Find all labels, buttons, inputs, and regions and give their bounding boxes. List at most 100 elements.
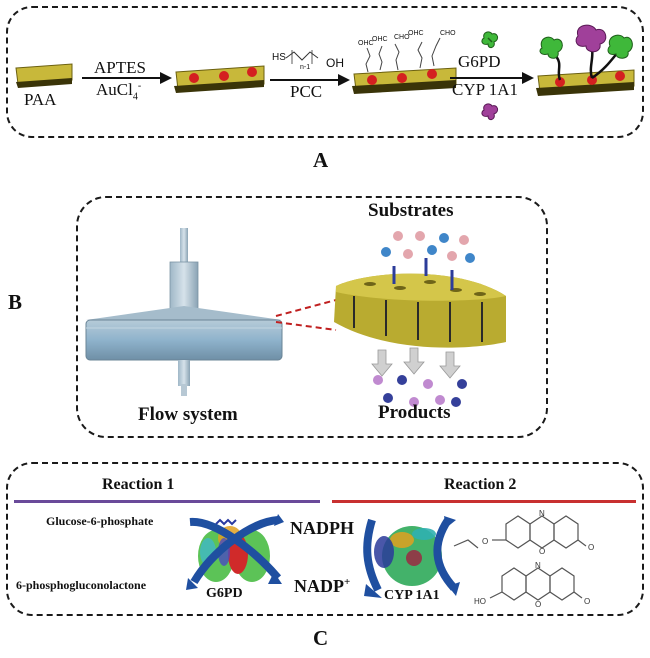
step3-arrow xyxy=(450,72,534,84)
cyp1a1-protein-structure xyxy=(363,516,460,598)
inlet-connector xyxy=(169,261,199,311)
immobilized-enzyme-support xyxy=(536,24,635,96)
nadph-label: NADPH xyxy=(290,518,354,538)
panel-c-frame xyxy=(6,462,644,616)
inlet-tube xyxy=(180,228,188,266)
product-molecule xyxy=(457,379,467,389)
product-molecule xyxy=(409,397,419,407)
aldehyde-support xyxy=(352,37,457,94)
atom-o-carbonyl: O xyxy=(588,543,594,552)
outlet-tube xyxy=(178,360,190,386)
thiol-subscript: n-1 xyxy=(300,64,311,71)
product-molecule xyxy=(423,379,433,389)
aucl-charge: - xyxy=(137,80,142,92)
thiol-reagent: HS xyxy=(272,52,286,63)
atom-o-ring: O xyxy=(535,600,541,609)
substrate-molecule xyxy=(465,253,475,263)
thiol-suffix: OH xyxy=(326,56,344,70)
atom-o-ether: O xyxy=(482,537,488,546)
aldehyde-label-3: CHO xyxy=(394,34,410,41)
atom-o-carbonyl: O xyxy=(584,597,590,606)
atom-n: N xyxy=(539,509,545,518)
step3-top-label: G6PD xyxy=(458,52,501,71)
thiol-prefix: HS xyxy=(272,52,286,63)
step2-bottom-label: PCC xyxy=(290,82,323,101)
filter-housing xyxy=(85,319,283,361)
substrate-molecule xyxy=(415,231,425,241)
aucl-text: AuCl xyxy=(96,80,133,99)
flow-filter-unit xyxy=(85,228,283,396)
atom-o-ring: O xyxy=(539,547,545,556)
panel-c-label: C xyxy=(313,626,329,650)
product-molecule xyxy=(373,375,383,385)
product-molecule xyxy=(451,397,461,407)
flow-system-label: Flow system xyxy=(138,404,238,425)
step3-bottom-label: CYP 1A1 xyxy=(452,80,518,99)
aldehyde-label-4: OHC xyxy=(408,30,424,37)
support-with-gold-np xyxy=(174,65,265,93)
product-molecule xyxy=(383,393,393,403)
step2-arrow xyxy=(270,74,350,86)
g6pd-enzyme-label: G6PD xyxy=(206,586,243,601)
gold-np xyxy=(367,75,377,85)
aldehyde-label-5: CHO xyxy=(440,30,456,37)
immobilized-g6pd xyxy=(539,36,563,59)
resorufin-structure: HO N O O xyxy=(474,561,590,609)
product-molecule xyxy=(397,375,407,385)
panel-b-label: B xyxy=(8,290,23,314)
aucl-subscript: 4 xyxy=(132,91,138,103)
nadp-text: NADP xyxy=(294,576,344,596)
porous-membrane xyxy=(334,258,506,348)
paa-support xyxy=(15,63,73,88)
substrates-label: Substrates xyxy=(368,200,454,221)
down-arrow-icon xyxy=(371,349,393,377)
pore xyxy=(474,292,486,296)
thiol-chain xyxy=(285,50,319,64)
g6pd-enzyme-icon xyxy=(481,31,499,49)
aldehyde-label-2: OHC xyxy=(372,36,388,43)
reaction2-divider xyxy=(332,500,636,503)
gold-np xyxy=(397,73,407,83)
paa-label: PAA xyxy=(24,90,57,109)
protein-ribbon xyxy=(374,526,442,586)
nadp-label: NADP+ xyxy=(294,576,350,597)
substrate-g6p-label: Glucose-6-phosphate xyxy=(46,514,154,528)
down-arrow-icon xyxy=(439,351,461,379)
reaction2-title: Reaction 2 xyxy=(444,476,517,493)
substrate-molecules xyxy=(381,231,475,263)
pore xyxy=(364,282,376,286)
pore xyxy=(394,286,406,290)
product-molecules xyxy=(373,375,467,407)
step1-top-label: APTES xyxy=(94,58,146,77)
g6pd-protein-structure xyxy=(186,514,284,590)
substrate-molecule xyxy=(381,247,391,257)
nadp-charge: + xyxy=(344,576,351,588)
gold-np xyxy=(615,71,625,81)
atom-ho: HO xyxy=(474,597,486,606)
step1-bottom-label: AuCl4- xyxy=(96,80,141,102)
gold-np xyxy=(219,71,229,81)
immobilized-g6pd xyxy=(607,34,633,59)
curved-arrow-icon xyxy=(190,516,279,585)
gold-np xyxy=(555,77,565,87)
immobilized-cyp1a1 xyxy=(575,24,607,53)
pore xyxy=(424,280,436,284)
step1-arrow xyxy=(82,72,172,84)
curved-arrow-icon xyxy=(433,517,458,591)
reaction1-divider xyxy=(14,500,320,503)
zoom-indicator-lines xyxy=(275,299,337,331)
product-6pgl-label: 6-phosphogluconolactone xyxy=(16,578,147,592)
substrate-molecule xyxy=(439,233,449,243)
panel-a-label: A xyxy=(313,148,329,172)
product-molecule xyxy=(435,395,445,405)
ethoxyresorufin-structure: O N O O xyxy=(453,509,594,556)
substrate-molecule xyxy=(427,245,437,255)
products-label: Products xyxy=(378,402,451,423)
gold-np xyxy=(247,67,257,77)
substrate-molecule xyxy=(393,231,403,241)
gold-np xyxy=(189,73,199,83)
curved-arrow-icon xyxy=(363,518,382,592)
gold-np xyxy=(427,69,437,79)
flow-down-arrows xyxy=(371,347,461,379)
aldehyde-label-1: OHC xyxy=(358,40,374,47)
